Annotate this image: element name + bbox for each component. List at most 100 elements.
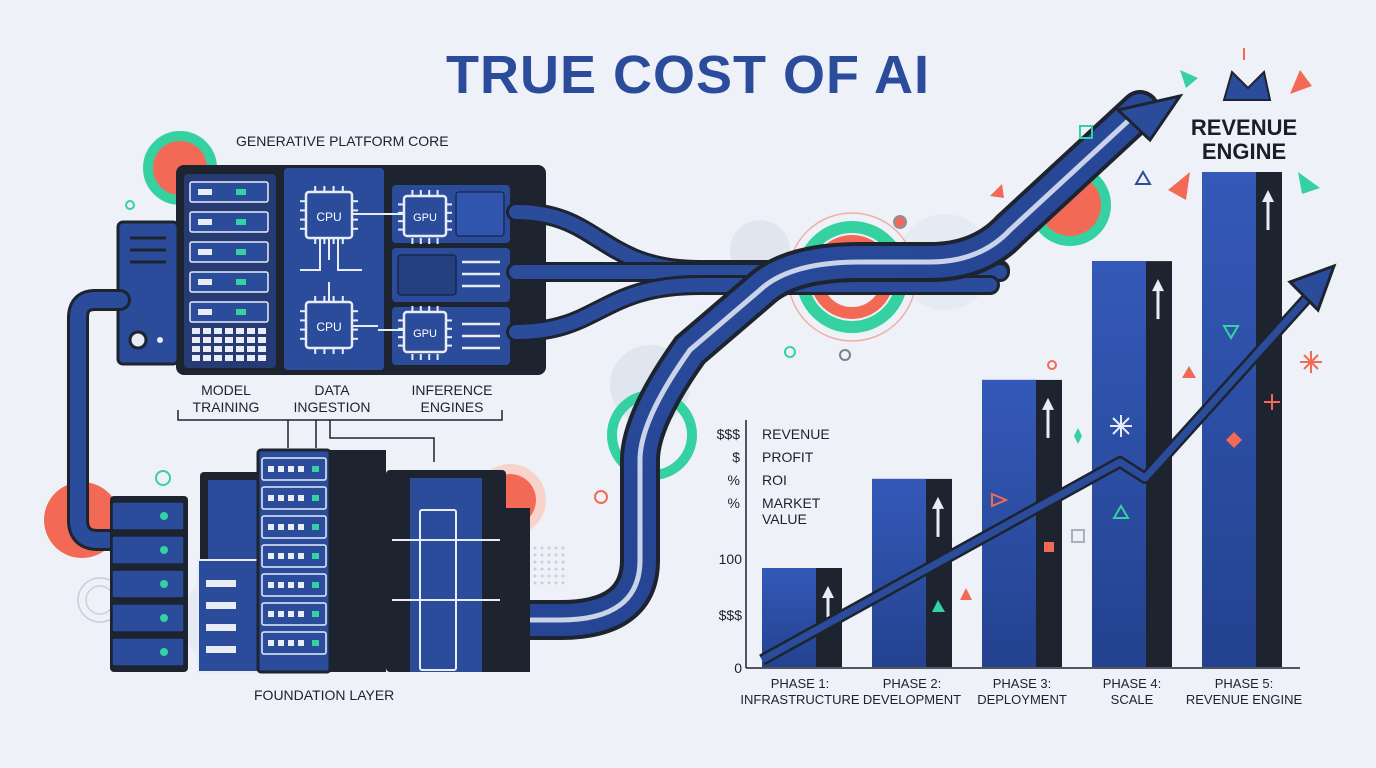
grid-cell bbox=[203, 337, 211, 343]
texture-dot bbox=[540, 581, 544, 585]
phase-line: PHASE 2: bbox=[882, 676, 942, 691]
phase-line: DEPLOYMENT bbox=[977, 692, 1067, 707]
confetti-shapes bbox=[533, 48, 1322, 612]
texture-dot bbox=[547, 567, 551, 571]
texture-dot bbox=[547, 546, 551, 550]
phase-line: INFRASTRUCTURE bbox=[740, 692, 860, 707]
unit-dot bbox=[298, 495, 304, 501]
slot-light bbox=[198, 279, 212, 285]
unit-led bbox=[312, 640, 319, 646]
column-label-line: INGESTION bbox=[293, 399, 371, 415]
texture-dot bbox=[561, 567, 565, 571]
unit-dot bbox=[278, 553, 284, 559]
foundation-led bbox=[160, 648, 168, 656]
unit-led bbox=[312, 524, 319, 530]
grid-cell bbox=[247, 346, 255, 352]
texture-dot bbox=[554, 560, 558, 564]
unit-dot bbox=[268, 640, 274, 646]
texture-dot bbox=[533, 560, 537, 564]
foundation-led bbox=[160, 580, 168, 588]
svg-text:CPU: CPU bbox=[316, 320, 341, 334]
grid-cell bbox=[225, 337, 233, 343]
unit-dot bbox=[288, 553, 294, 559]
bar-up-arrow-head bbox=[822, 586, 834, 598]
foundation-unit bbox=[111, 569, 185, 599]
chip-pins bbox=[300, 186, 452, 360]
unit-led bbox=[312, 466, 319, 472]
bar-up-arrow-head bbox=[1152, 279, 1164, 292]
column-bracket bbox=[177, 410, 503, 462]
texture-dot bbox=[533, 546, 537, 550]
phase-label: PHASE 2:DEVELOPMENT bbox=[852, 676, 972, 708]
grid-cell bbox=[192, 328, 200, 334]
grid-cell bbox=[236, 337, 244, 343]
foundation-unit bbox=[111, 501, 185, 531]
column-label-line: INFERENCE bbox=[411, 382, 493, 398]
texture-dot bbox=[561, 581, 565, 585]
unit-dot bbox=[278, 495, 284, 501]
column-label-inference-engines: INFERENCE ENGINES bbox=[400, 382, 504, 416]
texture-dot bbox=[561, 560, 565, 564]
unit-dot bbox=[268, 466, 274, 472]
texture-dot bbox=[533, 553, 537, 557]
texture-dot bbox=[561, 546, 565, 550]
texture-dot bbox=[540, 567, 544, 571]
rack-slot bbox=[189, 271, 269, 293]
vent-slot bbox=[206, 602, 236, 609]
growth-arrowhead-chart bbox=[1287, 263, 1337, 313]
rack-slot bbox=[189, 211, 269, 233]
foundation-unit bbox=[111, 603, 185, 633]
chip-traces bbox=[300, 213, 404, 331]
texture-dot bbox=[540, 546, 544, 550]
foundation-unit bbox=[111, 637, 185, 667]
texture-dot bbox=[554, 567, 558, 571]
phase-line: DEVELOPMENT bbox=[862, 692, 962, 707]
foundation-led bbox=[160, 512, 168, 520]
phase-line: PHASE 4: bbox=[1102, 676, 1162, 691]
texture-dot bbox=[540, 553, 544, 557]
texture-dot bbox=[533, 574, 537, 578]
y-axis-label: 100 bbox=[718, 551, 742, 567]
legend-symbol: $$$ bbox=[716, 426, 740, 442]
texture-dot bbox=[561, 553, 565, 557]
slot-led bbox=[236, 189, 246, 195]
texture-dot bbox=[540, 560, 544, 564]
grid-cell bbox=[203, 346, 211, 352]
unit-led bbox=[312, 553, 319, 559]
foundation-layer-label: FOUNDATION LAYER bbox=[254, 687, 395, 703]
legend-symbol: % bbox=[727, 495, 740, 511]
grid-cell bbox=[203, 355, 211, 361]
foundation-led bbox=[160, 614, 168, 622]
gpu-chip-bottom: GPU bbox=[402, 310, 448, 354]
unit-dot bbox=[288, 582, 294, 588]
rack-slot bbox=[189, 181, 269, 203]
grid-cell bbox=[236, 355, 244, 361]
rack-slot bbox=[189, 301, 269, 323]
legend-label: MARKET VALUE bbox=[762, 495, 821, 527]
unit-dot bbox=[288, 611, 294, 617]
phase-label: PHASE 1:INFRASTRUCTURE bbox=[740, 676, 860, 708]
svg-text:GPU: GPU bbox=[413, 212, 437, 224]
phase-line: REVENUE ENGINE bbox=[1185, 692, 1303, 707]
grid-cell bbox=[225, 328, 233, 334]
texture-dot bbox=[554, 574, 558, 578]
unit-dot bbox=[288, 466, 294, 472]
unit-led bbox=[312, 582, 319, 588]
legend-symbol: % bbox=[727, 472, 740, 488]
unit-dot bbox=[278, 582, 284, 588]
grid-cell bbox=[247, 337, 255, 343]
legend-label: PROFIT bbox=[762, 449, 814, 465]
grid-cell bbox=[258, 328, 266, 334]
slot-led bbox=[236, 279, 246, 285]
chart-area bbox=[745, 172, 1337, 669]
platform-core-heading: GENERATIVE PLATFORM CORE bbox=[236, 133, 449, 149]
phase-line: PHASE 5: bbox=[1214, 676, 1274, 691]
bar-up-arrow-head bbox=[932, 496, 944, 509]
column-label-data-ingestion: DATA INGESTION bbox=[284, 382, 380, 416]
unit-dot bbox=[298, 640, 304, 646]
unit-dot bbox=[268, 611, 274, 617]
texture-dot bbox=[554, 581, 558, 585]
grid-cell bbox=[192, 346, 200, 352]
grid-cell bbox=[236, 346, 244, 352]
